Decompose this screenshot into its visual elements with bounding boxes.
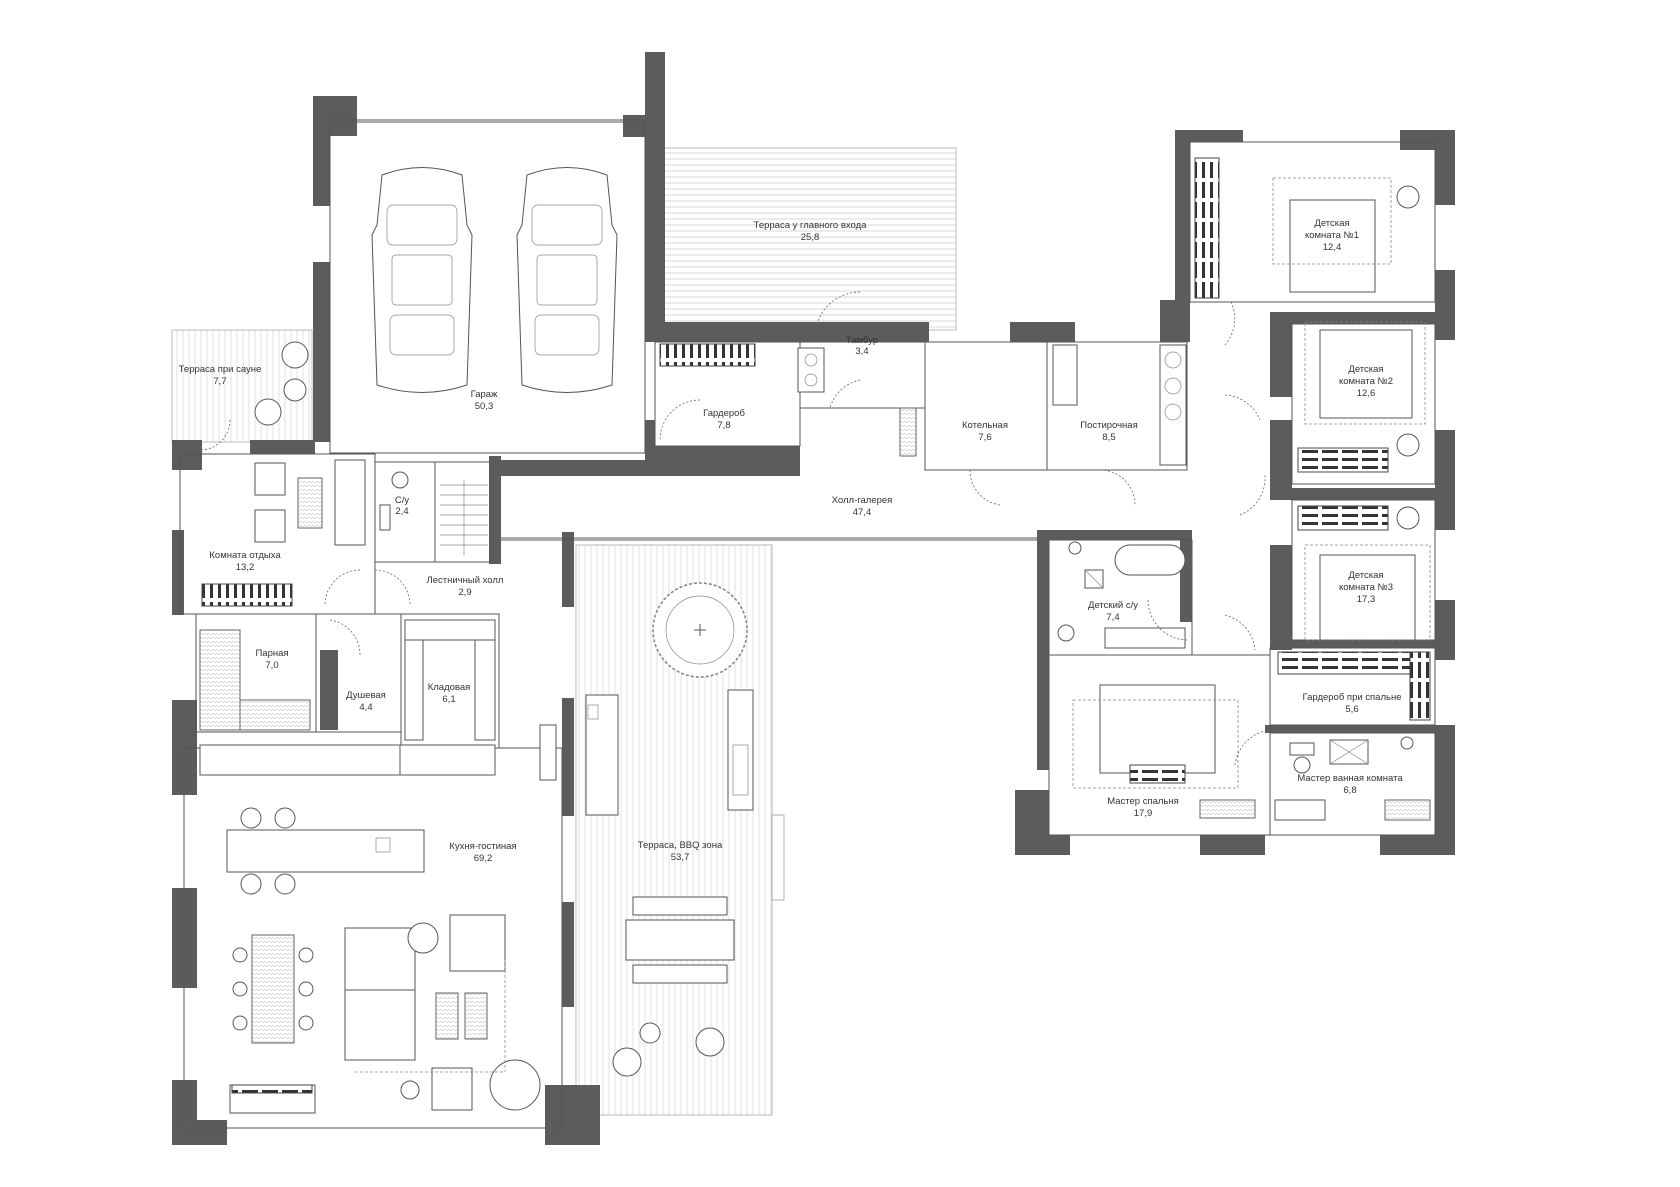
label-kitchen-living-area: 69,2 <box>474 853 493 864</box>
label-kids-room-3-area: 17,3 <box>1357 594 1376 605</box>
label-kids-room-1-area: 12,4 <box>1323 242 1342 253</box>
label-terrace-sauna-name: Терраса при сауне <box>179 364 262 375</box>
label-kids-room-2-area: 12,6 <box>1357 388 1376 399</box>
label-wc-area: 2,4 <box>395 506 408 517</box>
doors <box>199 291 1271 766</box>
furniture <box>199 157 1431 1114</box>
label-terrace-bbq-name: Терраса, BBQ зона <box>638 840 723 851</box>
terrace-entrance-deck <box>663 147 957 331</box>
car-left-icon <box>371 167 473 393</box>
label-kids-room-1-name1: Детская <box>1314 218 1349 229</box>
label-master-bedroom-name: Мастер спальня <box>1107 796 1179 807</box>
label-terrace-sauna-area: 7,7 <box>213 376 226 387</box>
label-terrace-entrance-area: 25,8 <box>801 232 820 243</box>
label-pantry-area: 6,1 <box>442 694 455 705</box>
label-hall-gallery-area: 47,4 <box>853 507 872 518</box>
label-boiler-area: 7,6 <box>978 432 991 443</box>
label-stair-hall-area: 2,9 <box>458 587 471 598</box>
label-rest-room-name: Комната отдыха <box>209 550 281 561</box>
label-steam-room-area: 7,0 <box>265 660 278 671</box>
label-garage-name: Гараж <box>471 389 498 400</box>
label-kitchen-living-name: Кухня-гостиная <box>449 841 516 852</box>
label-master-bath-name: Мастер ванная комната <box>1297 773 1403 784</box>
label-boiler-name: Котельная <box>962 420 1008 431</box>
label-rest-room-area: 13,2 <box>236 562 255 573</box>
label-kids-room-2-name2: комната №2 <box>1339 376 1393 387</box>
label-kids-bath-area: 7,4 <box>1106 612 1119 623</box>
car-right-icon <box>516 167 618 393</box>
label-master-bath-area: 6,8 <box>1343 785 1356 796</box>
label-garage-area: 50,3 <box>475 401 494 412</box>
label-master-bedroom-area: 17,9 <box>1134 808 1153 819</box>
label-shower-area: 4,4 <box>359 702 372 713</box>
outlines <box>179 119 1436 1129</box>
label-kids-room-3-name1: Детская <box>1348 570 1383 581</box>
labels: Гараж 50,3 Терраса у главного входа 25,8… <box>179 218 1404 864</box>
label-wardrobe-name: Гардероб <box>703 408 745 419</box>
label-kids-room-2-name1: Детская <box>1348 364 1383 375</box>
label-terrace-bbq-area: 53,7 <box>671 852 690 863</box>
label-bedroom-wardrobe-area: 5,6 <box>1345 704 1358 715</box>
label-vestibule-name: Тамбур <box>846 335 878 346</box>
label-hall-gallery-name: Холл-галерея <box>832 495 893 506</box>
label-laundry-area: 8,5 <box>1102 432 1115 443</box>
label-laundry-name: Постирочная <box>1080 420 1138 431</box>
label-kids-room-1-name2: комната №1 <box>1305 230 1359 241</box>
label-terrace-entrance-name: Терраса у главного входа <box>754 220 868 231</box>
label-shower-name: Душевая <box>346 690 386 701</box>
label-steam-room-name: Парная <box>255 648 288 659</box>
label-kids-room-3-name2: комната №3 <box>1339 582 1393 593</box>
label-wc-name: С/у <box>395 495 410 506</box>
label-vestibule-area: 3,4 <box>855 346 868 357</box>
label-bedroom-wardrobe-name: Гардероб при спальне <box>1302 692 1401 703</box>
label-kids-bath-name: Детский с/у <box>1088 600 1138 611</box>
label-pantry-name: Кладовая <box>428 682 471 693</box>
label-stair-hall-name: Лестничный холл <box>427 575 504 586</box>
label-wardrobe-area: 7,8 <box>717 420 730 431</box>
